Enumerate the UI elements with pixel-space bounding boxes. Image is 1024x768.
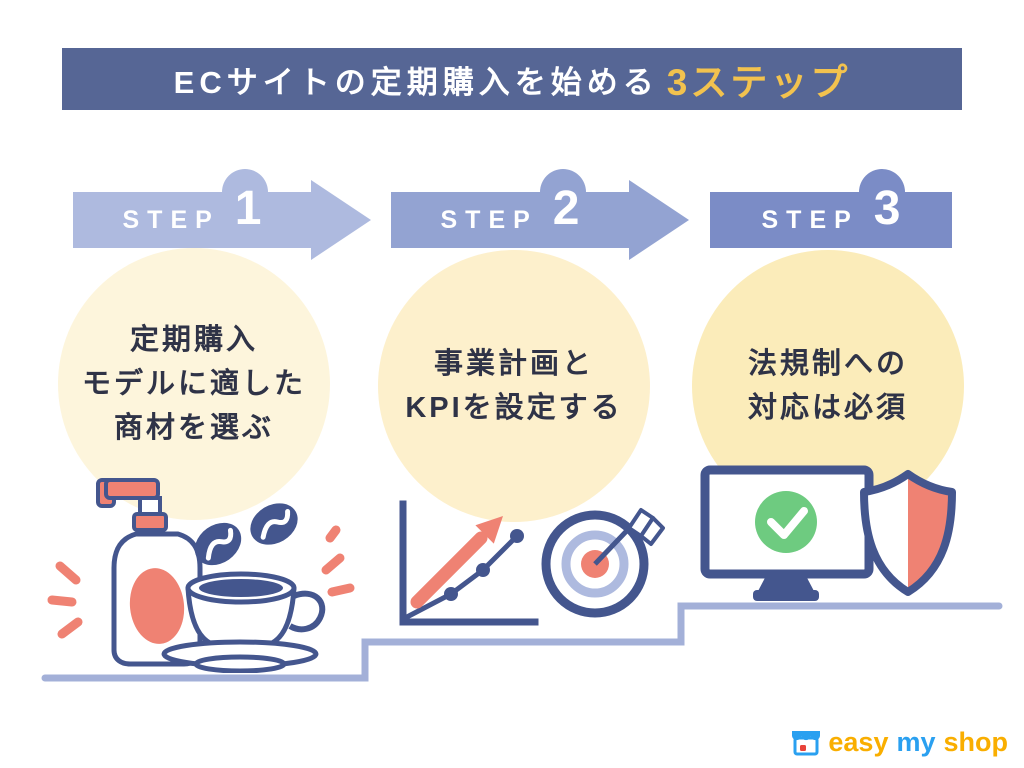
rising-arrow-icon: [410, 516, 503, 609]
step1-text-line: 定期購入: [129, 324, 258, 356]
step2-number: 2: [552, 181, 580, 235]
coffee-cup-icon: [161, 571, 326, 673]
step1-number: 1: [234, 181, 262, 235]
step3-label: STEP: [761, 205, 859, 234]
step1-arrow: [73, 169, 371, 260]
brand-word-easy: easy: [828, 727, 889, 757]
sparkle-marks-left: [47, 561, 83, 639]
step3-text-line: 法規制への: [747, 348, 908, 380]
step2-label: STEP: [440, 205, 538, 234]
plan-kpi-illustration: [399, 500, 665, 626]
step1-text-line: 商材を選ぶ: [113, 412, 274, 444]
coffee-beans-icon: [194, 503, 298, 566]
title-banner: ECサイトの定期購入を始める 3ステップ: [62, 48, 962, 110]
target-dart-icon: [541, 508, 665, 618]
monitor-check-icon: [700, 465, 874, 601]
step2-circle: 事業計画と KPIを設定する: [378, 250, 650, 522]
brand-word-shop: shop: [943, 727, 1009, 757]
sparkle-marks-right: [321, 525, 355, 597]
step1-label: STEP: [122, 205, 220, 234]
brand-logo: easy my shop: [790, 727, 1008, 758]
step1-text-line: モデルに適した: [81, 368, 306, 400]
step3-text-line: 対応は必須: [747, 392, 908, 424]
shield-icon: [860, 470, 956, 596]
step2-arrow: [391, 169, 689, 260]
step2-caption: STEP 2: [391, 182, 629, 248]
title-main-text: ECサイトの定期購入を始める: [173, 64, 659, 100]
growth-chart-icon: [399, 500, 539, 626]
staircase-line: [41, 602, 1003, 682]
step2-text-line: KPIを設定する: [405, 392, 623, 424]
step1-circle: 定期購入 モデルに適した 商材を選ぶ: [58, 248, 330, 520]
step1-caption: STEP 1: [73, 182, 311, 248]
step2-text-line: 事業計画と: [433, 348, 594, 380]
step3-caption: STEP 3: [710, 182, 952, 248]
pump-bottle-icon: [96, 478, 203, 667]
brand-word-my: my: [896, 727, 936, 757]
storefront-icon: [792, 730, 821, 755]
products-illustration: [47, 478, 355, 673]
step3-number: 3: [873, 181, 901, 235]
title-accent-text: 3ステップ: [666, 62, 851, 103]
step3-arrow: [710, 169, 952, 248]
compliance-illustration: [700, 465, 956, 601]
